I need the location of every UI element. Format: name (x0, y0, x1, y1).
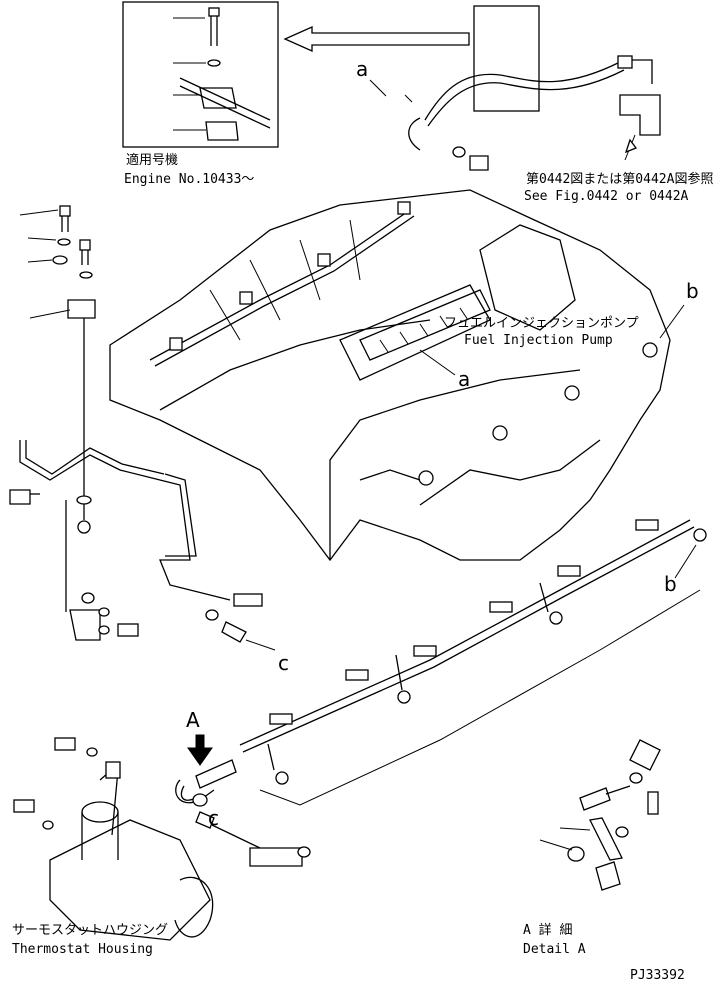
marker-c-bottom: c (208, 806, 219, 830)
top-fuel-pipe (149, 201, 415, 367)
marker-a-pump: a (458, 367, 470, 391)
fuel-pump-label-en: Fuel Injection Pump (464, 333, 613, 348)
fuel-injection-pump (359, 289, 491, 361)
marker-b-pump: b (686, 279, 699, 303)
marker-a-top: a (356, 57, 368, 81)
thermostat-label-en: Thermostat Housing (12, 942, 153, 957)
top-fitting-assembly (404, 5, 661, 171)
inset-detail-box (122, 1, 279, 148)
see-fig-en: See Fig.0442 or 0442A (524, 189, 689, 204)
drawing-number: PJ33392 (630, 968, 685, 983)
detail-A-parts (539, 739, 661, 891)
inset-applicable-jp: 適用号機 (126, 152, 178, 168)
inset-applicable-en: Engine No.10433～ (124, 172, 254, 187)
thermostat-assembly (13, 737, 311, 941)
detail-A-label-jp: A 詳 細 (523, 922, 572, 938)
right-injector-pipe (239, 519, 707, 806)
thermostat-label-jp: サーモスタットハウジング (12, 923, 168, 938)
marker-view-A: A (186, 708, 200, 732)
see-fig-jp: 第0442図または第0442A図参照 (526, 171, 713, 187)
fuel-pump-label-jp: フュエルインジェクションポンプ (444, 316, 639, 331)
view-A-arrow (187, 734, 213, 766)
inset-pointer-arrow (283, 25, 470, 53)
marker-b-pipe: b (664, 572, 677, 596)
detail-A-label-en: Detail A (523, 942, 586, 957)
left-pipe-assembly (9, 205, 276, 651)
engine-body (109, 189, 671, 562)
marker-c-left: c (278, 651, 289, 675)
